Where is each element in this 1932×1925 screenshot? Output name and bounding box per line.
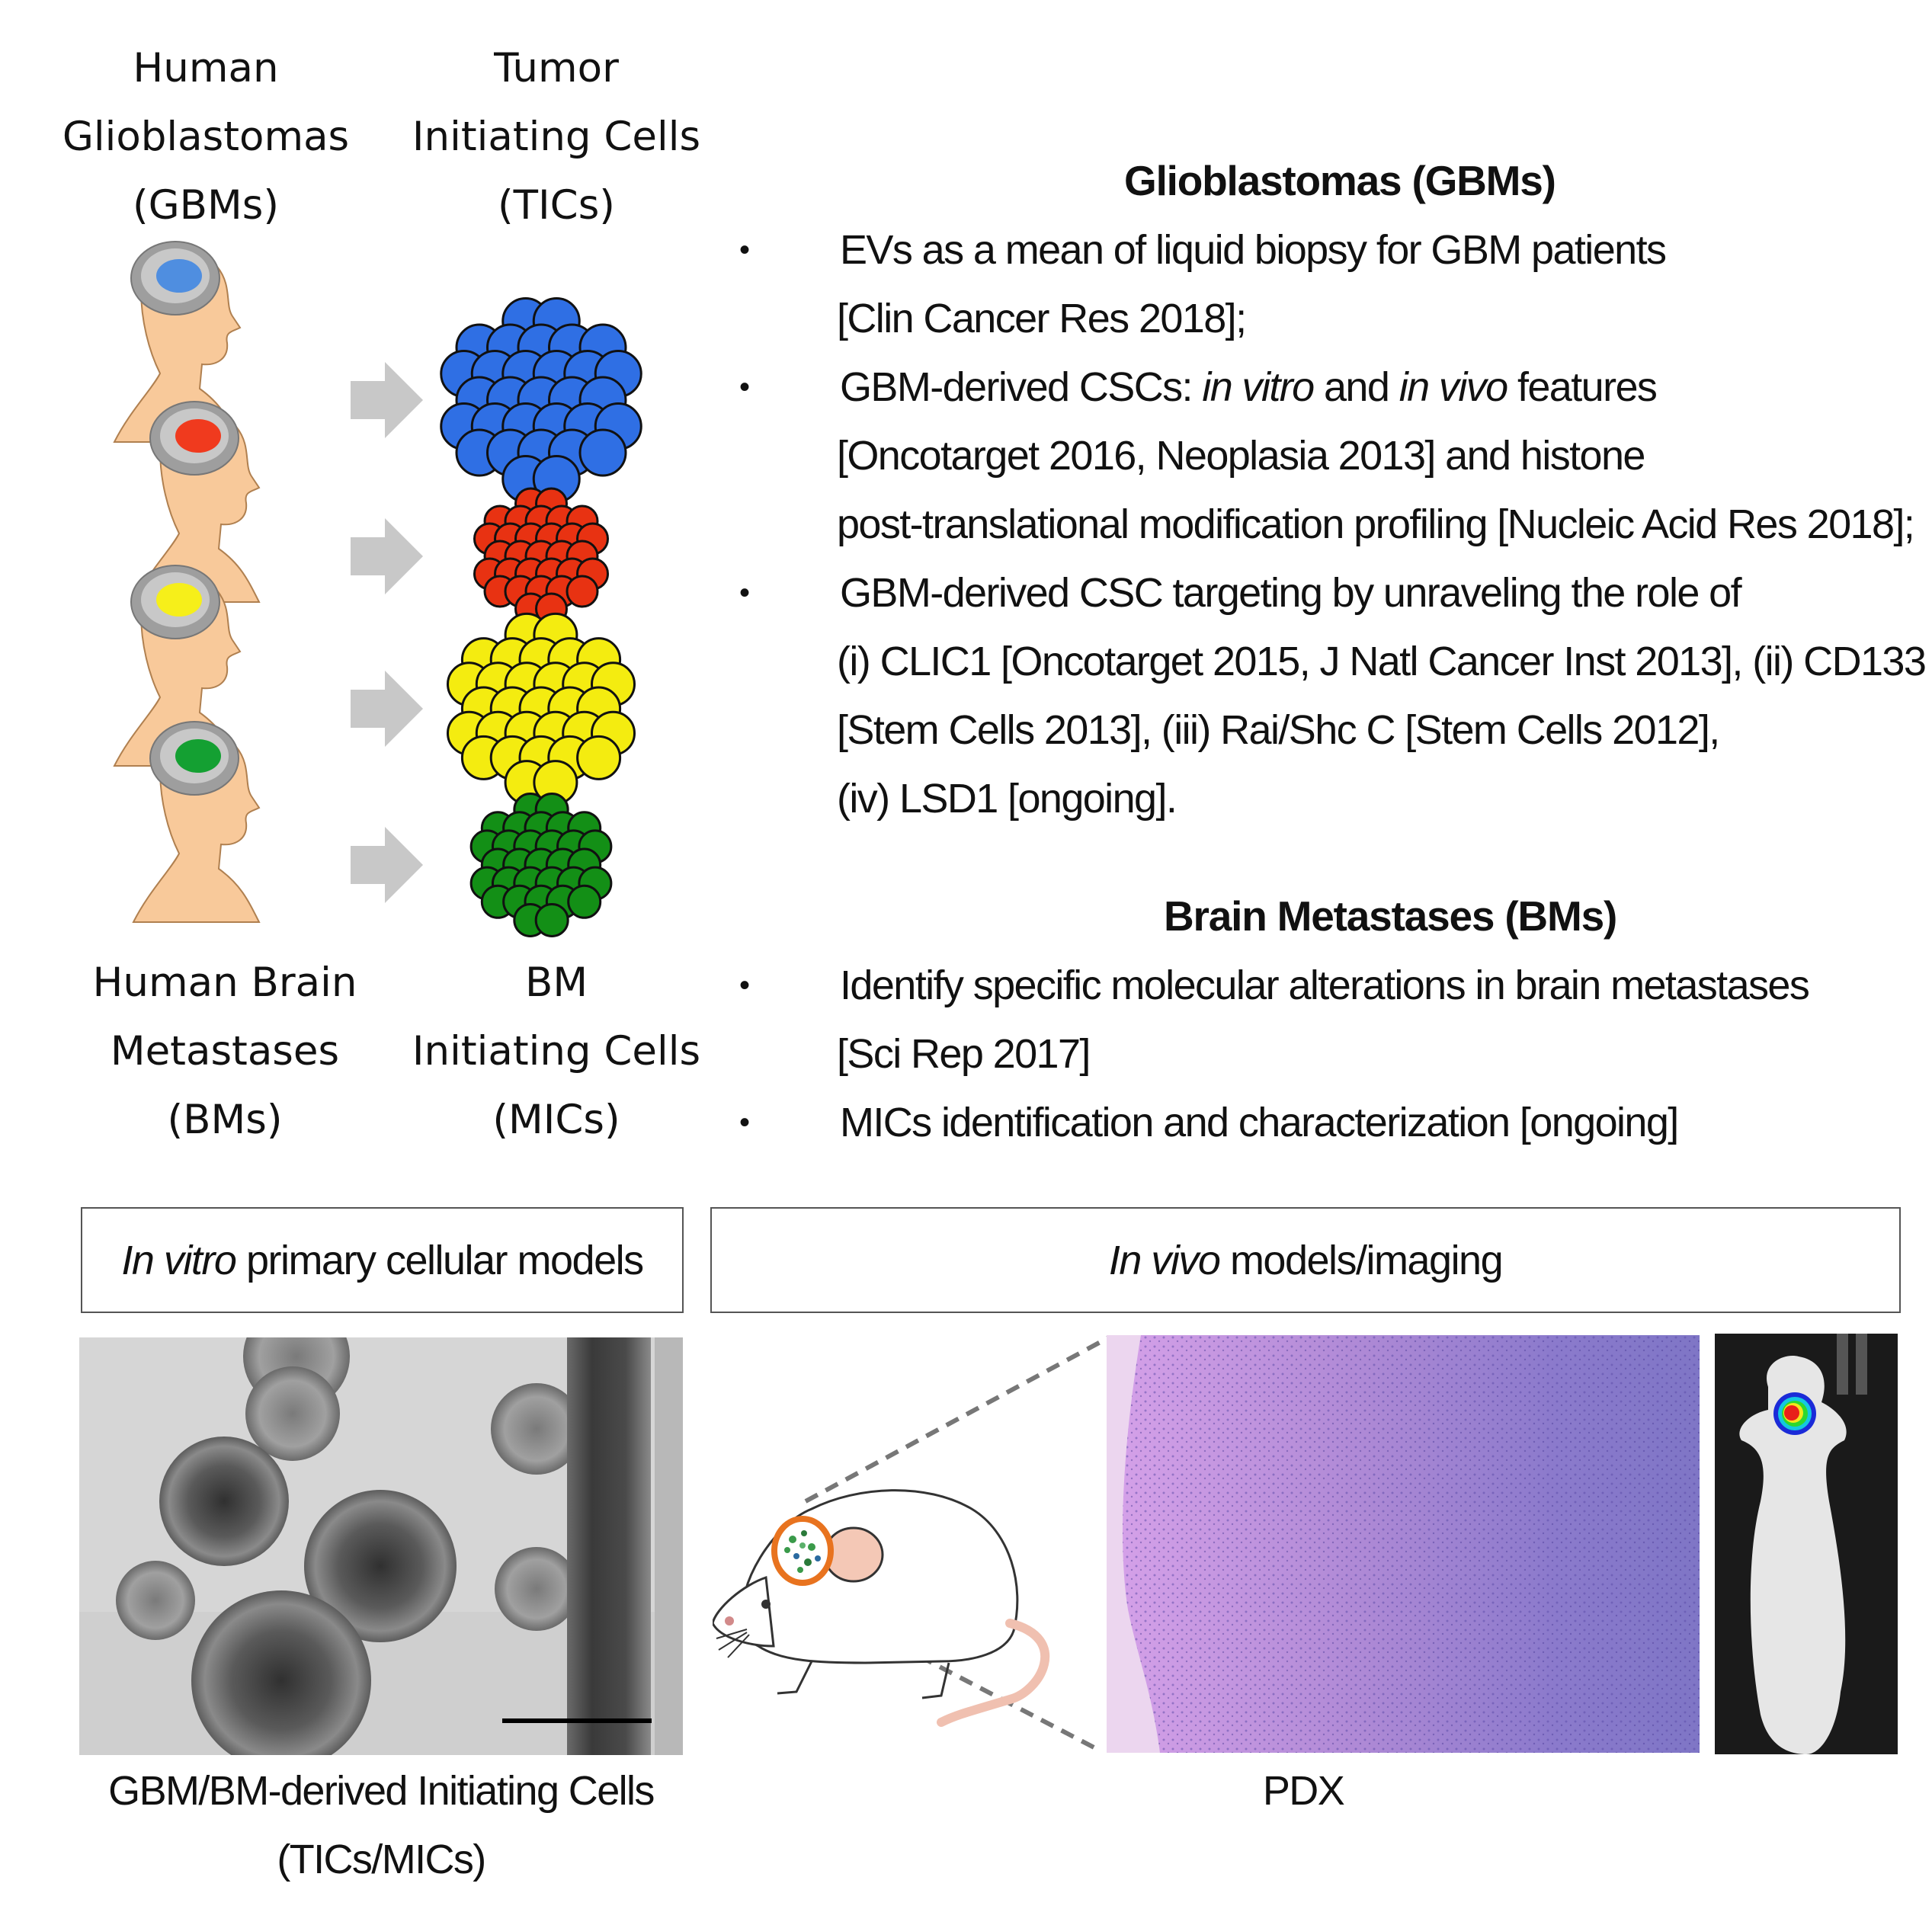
mouse-front-paw	[777, 1661, 813, 1695]
imaging-rail	[1856, 1334, 1867, 1395]
patient-to-cell-diagram	[113, 241, 642, 937]
nude-mouse	[1739, 1356, 1847, 1754]
signal-core	[1784, 1405, 1799, 1421]
gbm-line-8: [Stem Cells 2013], (iii) Rai/Shc C [Stem…	[837, 707, 1720, 753]
caption-initiating-cells	[69, 1296, 694, 1760]
header-bm-initiating-cells: BM Initiating Cells (MICs)	[396, 949, 716, 1155]
caption-line: (TICs/MICs)	[277, 1837, 486, 1882]
header-line: BM	[524, 959, 588, 1006]
bullet: •	[739, 576, 751, 610]
text-span: and	[1313, 364, 1399, 410]
mouse-head	[713, 1575, 775, 1648]
text-span: GBM-derived CSCs:	[840, 364, 1203, 410]
bm-section-title: Brain Metastases (BMs)	[1164, 892, 1617, 940]
row-green	[132, 721, 613, 937]
arrow-yellow	[351, 671, 423, 747]
header-line: Human Brain	[92, 959, 357, 1006]
tumor-red	[175, 419, 221, 453]
sphere	[245, 1366, 340, 1461]
caption-left: GBM/BM-derived Initiating Cells (TICs/MI…	[69, 1757, 694, 1894]
gbm-line-9: (iv) LSD1 [ongoing].	[837, 776, 1177, 822]
mouse-whiskers	[716, 1629, 750, 1658]
gbm-line-6: GBM-derived CSC targeting by unraveling …	[840, 570, 1742, 616]
micrograph-edge	[655, 1337, 683, 1755]
tumor-green	[175, 739, 221, 773]
gbm-line-4: [Oncotarget 2016, Neoplasia 2013] and hi…	[837, 433, 1645, 479]
mouse-tail	[937, 1619, 1050, 1727]
cell-green	[534, 902, 569, 937]
in-vitro-box: In vitro primary cellular models	[81, 1207, 684, 1313]
bm-line-2: [Sci Rep 2017]	[837, 1031, 1091, 1077]
spheres-micrograph	[79, 1337, 683, 1755]
header-line: Initiating Cells	[412, 1028, 701, 1075]
bioluminescence-image	[1715, 1334, 1898, 1754]
header-line: (MICs)	[492, 1097, 620, 1143]
micrograph-filament	[567, 1337, 651, 1755]
in-vitro-rest: primary cellular models	[235, 1237, 644, 1283]
sphere	[159, 1437, 289, 1566]
header-line: Initiating Cells	[412, 114, 701, 160]
sphere	[191, 1590, 371, 1755]
imaging-rail	[1837, 1334, 1848, 1395]
bm-line-1: Identify specific molecular alterations …	[840, 962, 1810, 1008]
bullet: •	[739, 969, 751, 1002]
gbm-line-5: post-translational modification profilin…	[837, 501, 1915, 547]
italic-span: in vitro	[1202, 364, 1315, 410]
tumor-yellow	[156, 583, 202, 617]
header-line: (BMs)	[167, 1097, 283, 1143]
header-line: Metastases	[110, 1028, 340, 1075]
tissue-nuclei	[1123, 1335, 1700, 1753]
mouse-hind-paw	[921, 1662, 950, 1699]
text-span: features	[1507, 364, 1658, 410]
header-line: (GBMs)	[132, 182, 280, 229]
sphere	[116, 1561, 195, 1640]
caption-line: GBM/BM-derived Initiating Cells	[108, 1768, 655, 1814]
histology-image	[1107, 1335, 1700, 1753]
caption-pdx: PDX	[1262, 1768, 1345, 1814]
cell-green	[567, 884, 602, 919]
in-vivo-rest: models/imaging	[1219, 1237, 1504, 1283]
header-line: Human	[133, 45, 279, 91]
gbm-line-3: GBM-derived CSCs: in vitro and in vivo f…	[840, 353, 1658, 421]
bullet: •	[739, 370, 751, 404]
mouse-illustration	[713, 1335, 1110, 1754]
header-tumor-initiating-cells: Tumor Initiating Cells (TICs)	[396, 34, 716, 240]
arrow-blue	[351, 362, 423, 438]
cell-yellow	[576, 735, 622, 780]
mouse-nose	[725, 1616, 734, 1626]
sphere	[495, 1547, 578, 1631]
cell-red	[566, 575, 599, 608]
tumor-blue	[156, 259, 202, 293]
in-vitro-italic: In vitro	[121, 1237, 237, 1283]
italic-span: in vivo	[1399, 364, 1508, 410]
header-human-brain-metastases: Human Brain Metastases (BMs)	[46, 949, 404, 1155]
scale-bar	[502, 1718, 652, 1723]
row-red	[132, 401, 609, 626]
header-human-glioblastomas: Human Glioblastomas (GBMs)	[30, 34, 381, 240]
gbm-section-title: Glioblastomas (GBMs)	[1124, 157, 1556, 204]
tumor-injection-ring	[771, 1516, 834, 1586]
bullet: •	[739, 233, 751, 267]
bullet: •	[739, 1106, 751, 1139]
sphere	[304, 1490, 457, 1642]
arrow-red	[351, 518, 423, 594]
arrow-green	[351, 827, 423, 903]
gbm-line-2: [Clin Cancer Res 2018];	[837, 296, 1247, 341]
tumor-cells	[784, 1530, 821, 1573]
row-yellow	[113, 565, 636, 806]
cell-blue	[578, 428, 627, 477]
bm-line-3: MICs identification and characterization…	[840, 1100, 1679, 1145]
header-line: (TICs)	[498, 182, 615, 229]
gbm-line-7: (i) CLIC1 [Oncotarget 2015, J Natl Cance…	[837, 639, 1927, 684]
in-vivo-italic: In vivo	[1108, 1237, 1221, 1283]
sphere	[491, 1383, 582, 1475]
mouse-eye	[761, 1600, 771, 1609]
in-vivo-box: In vivo models/imaging	[710, 1207, 1901, 1313]
header-line: Tumor	[494, 45, 619, 91]
header-line: Glioblastomas	[62, 114, 350, 160]
gbm-line-1: EVs as a mean of liquid biopsy for GBM p…	[840, 227, 1667, 273]
zoom-line-top	[804, 1335, 1110, 1504]
